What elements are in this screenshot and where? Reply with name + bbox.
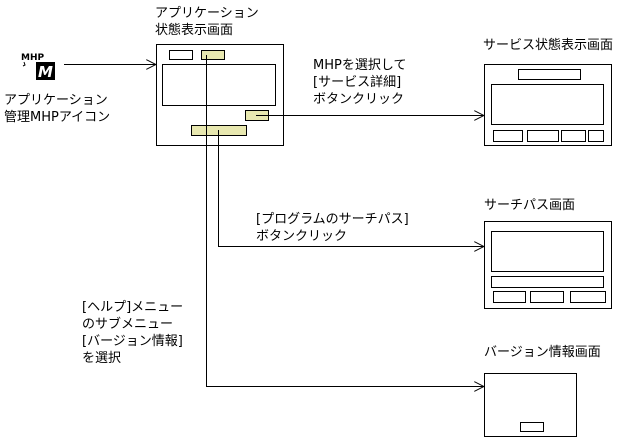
svg-text:M: M — [38, 63, 53, 81]
help-action-label: [ヘルプ]メニューのサブメニュー[バージョン情報]を選択 — [82, 300, 184, 366]
main-screen-title: アプリケーション状態表示画面 — [155, 6, 259, 38]
version-screen-mock — [484, 373, 577, 437]
mhp-app-icon: MHP M — [21, 53, 55, 81]
main-screen-mock — [156, 44, 284, 146]
icon-label: アプリケーション管理MHPアイコン — [4, 93, 111, 125]
service-action-label: MHPを選択して[サービス詳細]ボタンクリック — [313, 58, 407, 107]
arrow-to-search — [218, 130, 484, 247]
search-path-screen-mock — [484, 221, 612, 309]
service-screen-mock — [484, 64, 612, 146]
search-screen-title: サーチパス画面 — [484, 198, 576, 213]
search-action-label: [プログラムのサーチパス]ボタンクリック — [256, 212, 409, 244]
version-screen-title: バージョン情報画面 — [484, 345, 601, 360]
svg-text:MHP: MHP — [21, 53, 44, 63]
service-screen-title: サービス状態表示画面 — [483, 38, 614, 53]
arrow-to-version — [206, 55, 484, 387]
